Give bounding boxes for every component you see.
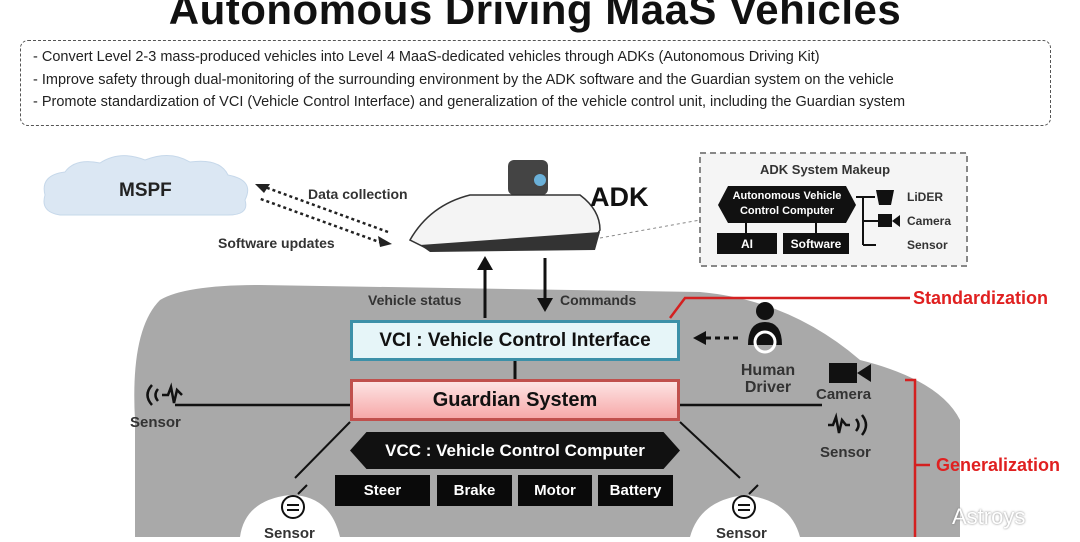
vehicle-status-label: Vehicle status — [368, 292, 462, 308]
summary-line: - Improve safety through dual-monitoring… — [33, 71, 894, 88]
watermark: Astroys — [952, 504, 1026, 529]
sensor-label-bottom-right: Sensor — [716, 525, 767, 542]
cloud-shape — [43, 155, 249, 216]
vcc-box: VCC : Vehicle Control Computer — [350, 432, 680, 469]
vci-box: VCI : Vehicle Control Interface — [350, 320, 680, 361]
summary-line: - Promote standardization of VCI (Vehicl… — [33, 94, 906, 110]
adk-software: Software — [790, 237, 842, 251]
adk-camera: Camera — [907, 214, 952, 228]
unit-motor: Motor — [518, 475, 592, 506]
unit-battery: Battery — [598, 475, 673, 506]
adk-device — [408, 160, 601, 252]
adk-sensor: Sensor — [907, 238, 948, 252]
adk-label: ADK — [590, 182, 649, 212]
sensor-label-left: Sensor — [130, 414, 181, 431]
human-driver-line: Driver — [744, 379, 792, 396]
standardization-label: Standardization — [913, 288, 1049, 308]
sensor-label-right: Sensor — [820, 444, 871, 461]
human-driver-icon — [748, 302, 782, 354]
human-driver-line: Human — [740, 362, 796, 379]
adk-ai: AI — [741, 237, 753, 251]
adk-makeup-title: ADK System Makeup — [760, 162, 891, 177]
software-updates-label: Software updates — [218, 235, 335, 251]
cloud-label: MSPF — [119, 180, 172, 201]
human-driver-label: Human Driver — [735, 362, 801, 396]
adk-lider: LiDER — [907, 190, 943, 204]
sensor-wave-icons — [146, 382, 868, 436]
guardian-system-box: Guardian System — [350, 379, 680, 421]
data-arrows — [257, 184, 389, 245]
page-title: Autonomous Driving MaaS Vehicles — [168, 0, 902, 33]
summary-line: - Convert Level 2-3 mass-produced vehicl… — [33, 49, 820, 65]
summary-box: - Convert Level 2-3 mass-produced vehicl… — [20, 40, 1051, 126]
adk-computer: Autonomous Vehicle Control Computer — [732, 190, 842, 217]
unit-brake: Brake — [437, 475, 512, 506]
data-collection-label: Data collection — [308, 186, 408, 202]
camera-icon — [829, 363, 871, 383]
wheel-sensor-icons — [281, 484, 759, 519]
generalization-label: Generalization — [936, 455, 1061, 475]
commands-label: Commands — [560, 292, 637, 308]
sensor-label-bottom-left: Sensor — [264, 525, 315, 542]
camera-label: Camera — [816, 386, 872, 403]
unit-steer: Steer — [335, 475, 430, 506]
